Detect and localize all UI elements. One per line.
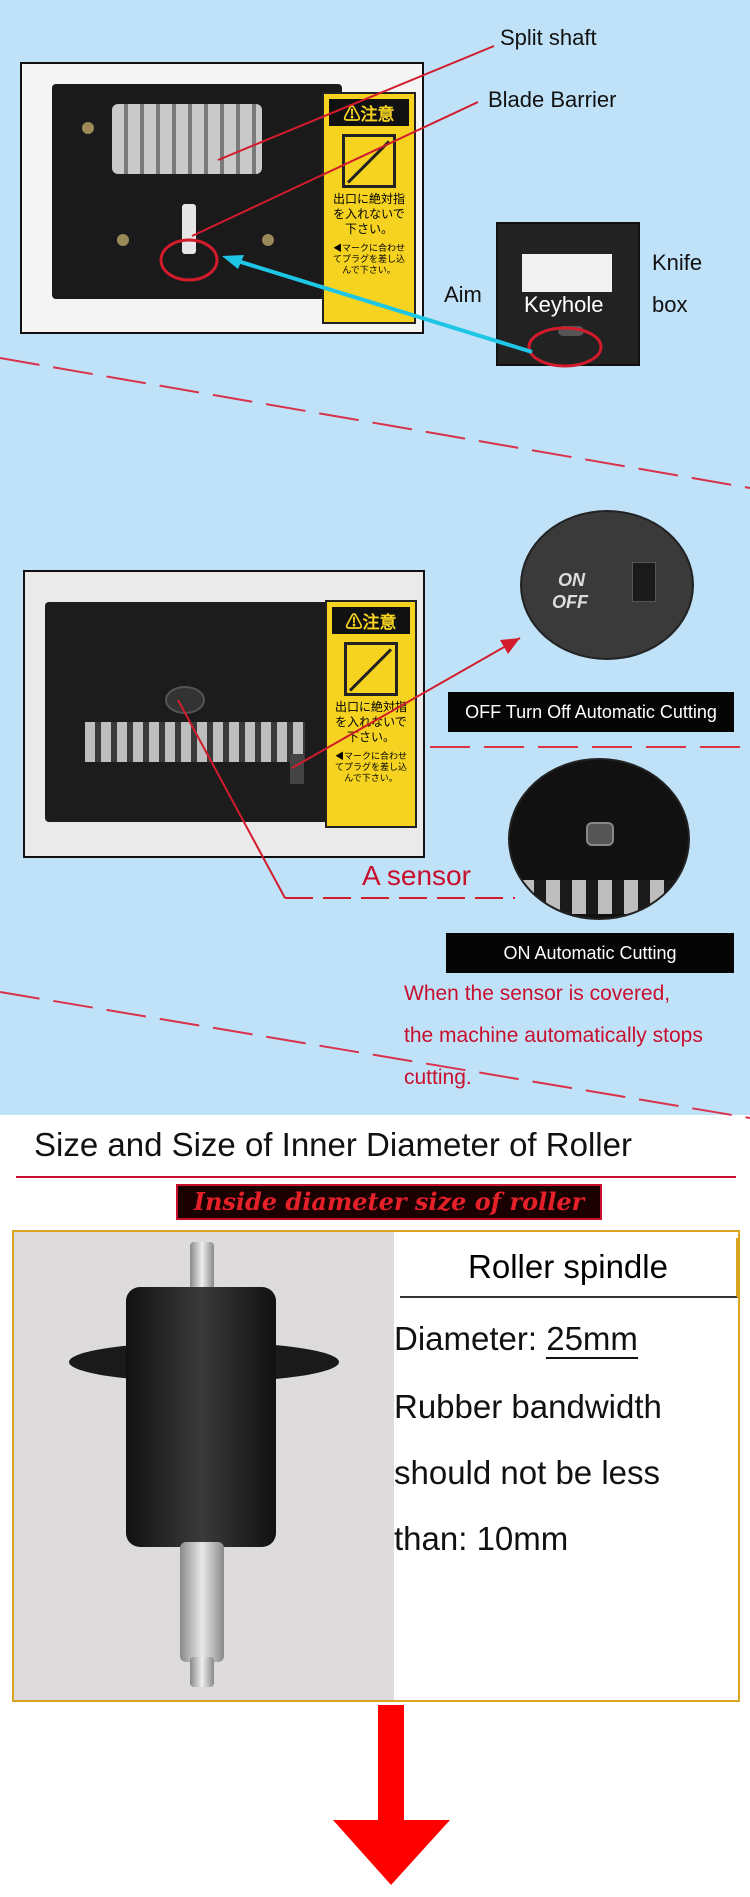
sensor-photo: ⚠注意 出口に絶対指を入れないで下さい。 ◀マークに合わせてプラグを差し込んで下… <box>23 570 425 858</box>
warning-text-2: ◀マークに合わせてプラグを差し込んで下さい。 <box>334 751 407 783</box>
on-label: ON <box>558 570 585 590</box>
blade-photo: ⚠注意 出口に絶対指を入れないで下さい。 ◀マークに合わせてプラグを差し込んで下… <box>20 62 424 334</box>
blade-teeth <box>85 722 305 762</box>
knife-box-photo <box>496 222 640 366</box>
spindle-bottom-pin <box>190 1657 214 1687</box>
roller-heading: Size and Size of Inner Diameter of Rolle… <box>34 1126 632 1163</box>
sensor-note-line-1: When the sensor is covered, <box>404 982 671 1005</box>
screw-icon <box>262 234 274 246</box>
callout-lines-sensor <box>177 637 521 899</box>
blade-teeth <box>520 880 680 914</box>
warning-text-2: ◀マークに合わせてプラグを差し込んで下さい。 <box>332 243 405 275</box>
off-caption: OFF Turn Off Automatic Cutting <box>448 692 734 732</box>
separator-lines <box>0 357 750 1119</box>
box-label: box <box>652 292 688 317</box>
roller-banner-text: Inside diameter size of roller <box>193 1187 585 1216</box>
knife-box-window <box>522 254 612 292</box>
rubber-line-3: than: 10mm <box>394 1520 569 1557</box>
rubber-line-2: should not be less <box>394 1454 661 1491</box>
screw-icon <box>117 234 129 246</box>
sensor-eye <box>586 822 614 846</box>
warning-text-1: 出口に絶対指を入れないで下さい。 <box>332 192 405 236</box>
spindle-photo <box>14 1232 394 1700</box>
diameter-value: 25mm <box>546 1320 638 1359</box>
sensor-note-line-3: cutting. <box>404 1066 472 1089</box>
warning-title: ⚠注意 <box>332 607 410 634</box>
keyhole-label: Keyhole <box>524 292 604 317</box>
keyhole-slot <box>558 326 584 336</box>
spindle-body <box>126 1287 276 1547</box>
no-fingers-icon <box>344 642 398 696</box>
switch <box>290 754 304 784</box>
sensor-label: A sensor <box>362 860 471 891</box>
spindle-shaft <box>180 1542 224 1662</box>
blade-barrier-label: Blade Barrier <box>488 87 617 112</box>
roller-banner: Inside diameter size of roller <box>176 1184 602 1220</box>
sensor-closeup <box>508 758 690 920</box>
rubber-line-1: Rubber bandwidth <box>394 1388 662 1425</box>
split-shaft-label: Split shaft <box>500 25 597 50</box>
warning-label: ⚠注意 出口に絶対指を入れないで下さい。 ◀マークに合わせてプラグを差し込んで下… <box>325 600 417 828</box>
warning-label: ⚠注意 出口に絶対指を入れないで下さい。 ◀マークに合わせてプラグを差し込んで下… <box>322 92 416 324</box>
no-fingers-icon <box>342 134 396 188</box>
off-label: OFF <box>552 592 588 612</box>
diameter-label: Diameter: <box>394 1320 538 1357</box>
spindle-title-box: Roller spindle <box>400 1238 738 1298</box>
spindle-top-pin <box>190 1242 214 1290</box>
split-shaft <box>112 104 262 174</box>
switch-closeup: ON OFF <box>520 510 694 660</box>
diameter-line: Diameter: 25mm <box>394 1320 638 1359</box>
spindle-frame <box>12 1230 740 1702</box>
switch-knob <box>632 562 656 602</box>
knife-label: Knife <box>652 250 703 275</box>
callout-lines-top <box>159 45 603 368</box>
on-caption: ON Automatic Cutting <box>446 933 734 973</box>
screw-icon <box>82 122 94 134</box>
sensor-note-line-2: the machine automatically stops <box>404 1024 703 1047</box>
warning-title: ⚠注意 <box>329 99 409 126</box>
spindle-title: Roller spindle <box>468 1248 668 1285</box>
heading-underline <box>16 1176 736 1178</box>
aim-label: Aim <box>444 282 482 307</box>
